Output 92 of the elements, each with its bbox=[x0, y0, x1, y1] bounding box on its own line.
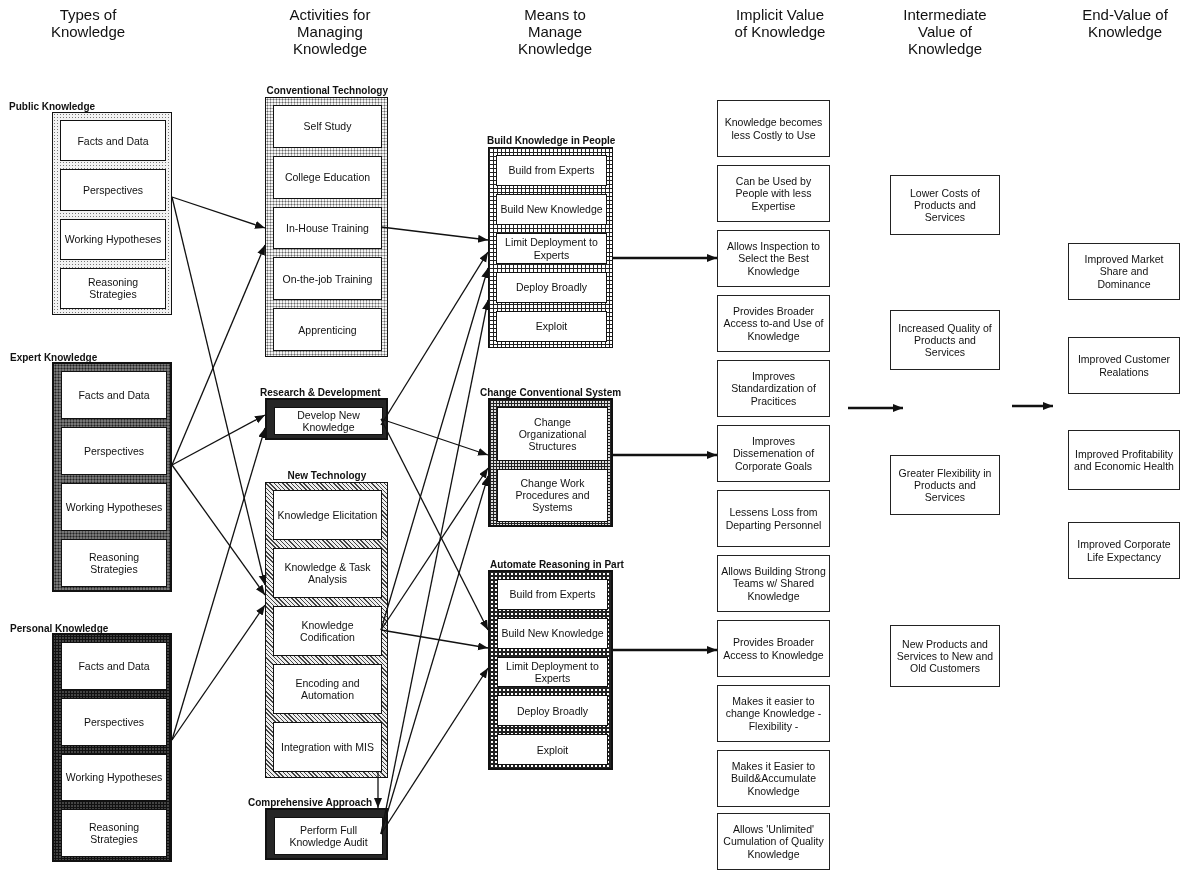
process-box: Knowledge becomes less Costly to Use bbox=[717, 100, 830, 157]
arrow bbox=[613, 254, 717, 262]
arrow bbox=[171, 414, 266, 466]
process-box: Build New Knowledge bbox=[497, 617, 608, 649]
process-box: Improves Standardization of Pracitices bbox=[717, 360, 830, 417]
arrow bbox=[374, 770, 382, 809]
arrow bbox=[171, 464, 266, 596]
process-box: Increased Quality of Products and Services bbox=[890, 310, 1000, 370]
process-box: Provides Broader Access to Knowledge bbox=[717, 620, 830, 677]
process-box: Self Study bbox=[273, 105, 382, 148]
arrow bbox=[380, 467, 489, 631]
process-box: Makes it easier to change Knowledge - Flexibility - bbox=[717, 685, 830, 742]
process-box: Lessens Loss from Departing Personnel bbox=[717, 490, 830, 547]
process-box: Deploy Broadly bbox=[496, 272, 607, 303]
process-box: Change Work Procedures and Systems bbox=[497, 468, 608, 522]
process-box: Allows 'Unlimited' Cumulation of Quality Knowledge bbox=[717, 813, 830, 870]
panel-heading: Conventional Technology bbox=[266, 84, 388, 97]
panel-heading: Change Conventional System bbox=[480, 386, 622, 399]
process-box: Exploit bbox=[497, 734, 608, 765]
panel-heading: Personal Knowledge bbox=[10, 622, 109, 635]
arrow bbox=[380, 667, 489, 835]
column-heading: Implicit Value of Knowledge bbox=[733, 6, 827, 40]
column-heading: Types of Knowledge bbox=[49, 6, 127, 40]
process-box: Improved Corporate Life Expectancy bbox=[1068, 522, 1180, 579]
panel-heading: Public Knowledge bbox=[9, 100, 96, 113]
arrow bbox=[171, 196, 267, 586]
process-box: Limit Deployment to Experts bbox=[497, 656, 608, 688]
process-box: Build from Experts bbox=[496, 155, 607, 186]
process-box: Can be Used by People with less Expertise bbox=[717, 165, 830, 222]
process-box: Build New Knowledge bbox=[496, 194, 607, 225]
process-box: Working Hypotheses bbox=[60, 218, 166, 260]
process-box: Deploy Broadly bbox=[497, 695, 608, 727]
panel-heading: Automate Reasoning in Part bbox=[490, 558, 624, 571]
process-box: Working Hypotheses bbox=[61, 483, 167, 531]
process-box: Improved Customer Realations bbox=[1068, 337, 1180, 394]
process-box: Perspectives bbox=[61, 697, 167, 746]
panel-heading: Expert Knowledge bbox=[10, 351, 98, 364]
arrow bbox=[171, 604, 266, 741]
process-box: Greater Flexibility in Products and Services bbox=[890, 455, 1000, 515]
arrow bbox=[613, 451, 717, 459]
process-box: Allows Inspection to Select the Best Knowledge bbox=[717, 230, 830, 287]
process-box: New Products and Services to New and Old Customers bbox=[890, 625, 1000, 687]
panel-heading: Comprehensive Approach bbox=[248, 796, 373, 809]
arrow bbox=[380, 629, 489, 651]
panel-heading: Build Knowledge in People bbox=[487, 134, 616, 147]
process-box: Improved Profitability and Economic Health bbox=[1068, 430, 1180, 490]
arrow bbox=[380, 267, 489, 631]
column-heading: End-Value of Knowledge bbox=[1081, 6, 1169, 40]
process-box: Knowledge & Task Analysis bbox=[273, 548, 382, 598]
arrow bbox=[380, 226, 489, 243]
panel-heading: New Technology bbox=[287, 469, 367, 482]
process-box: Perspectives bbox=[61, 427, 167, 475]
process-box: Knowledge Elicitation bbox=[273, 490, 382, 540]
process-box: Makes it Easier to Build&Accumulate Knowledge bbox=[717, 750, 830, 807]
process-box: Facts and Data bbox=[61, 642, 167, 690]
process-box: Lower Costs of Products and Services bbox=[890, 175, 1000, 235]
process-box: Improves Dissemenation of Corporate Goals bbox=[717, 425, 830, 482]
process-box: Reasoning Strategies bbox=[61, 539, 167, 587]
arrow bbox=[380, 418, 489, 631]
process-box: Improved Market Share and Dominance bbox=[1068, 243, 1180, 300]
arrow bbox=[171, 427, 266, 741]
process-box: In-House Training bbox=[273, 206, 382, 250]
panel-heading: Research & Development bbox=[260, 386, 381, 399]
arrow bbox=[380, 418, 489, 456]
arrow bbox=[171, 196, 266, 229]
process-box: Apprenticing bbox=[273, 308, 382, 351]
process-box: Develop New Knowledge bbox=[274, 407, 383, 435]
process-box: Reasoning Strategies bbox=[60, 267, 166, 309]
process-box: Reasoning Strategies bbox=[61, 809, 167, 857]
arrow bbox=[380, 475, 489, 835]
process-box: Perform Full Knowledge Audit bbox=[274, 817, 383, 855]
column-heading: Intermediate Value of Knowledge bbox=[902, 6, 988, 57]
process-box: Change Organizational Structures bbox=[497, 407, 608, 461]
arrow bbox=[380, 251, 489, 426]
process-box: Working Hypotheses bbox=[61, 753, 167, 802]
column-heading: Means to Manage Knowledge bbox=[516, 6, 594, 57]
process-box: College Education bbox=[273, 155, 382, 199]
process-box: Provides Broader Access to-and Use of Knowledge bbox=[717, 295, 830, 352]
process-box: Perspectives bbox=[60, 169, 166, 211]
process-box: Build from Experts bbox=[497, 579, 608, 610]
process-box: Limit Deployment to Experts bbox=[496, 233, 607, 264]
process-box: Allows Building Strong Teams w/ Shared Knowledge bbox=[717, 555, 830, 612]
process-box: Exploit bbox=[496, 311, 607, 342]
column-heading: Activities for Managing Knowledge bbox=[288, 6, 372, 57]
arrow bbox=[613, 646, 717, 654]
arrow bbox=[171, 244, 266, 466]
process-box: Encoding and Automation bbox=[273, 664, 382, 714]
process-box: Facts and Data bbox=[61, 371, 167, 419]
process-box: On-the-job Training bbox=[273, 257, 382, 301]
process-box: Knowledge Codification bbox=[273, 606, 382, 656]
process-box: Facts and Data bbox=[60, 120, 166, 162]
process-box: Integration with MIS bbox=[273, 722, 382, 772]
